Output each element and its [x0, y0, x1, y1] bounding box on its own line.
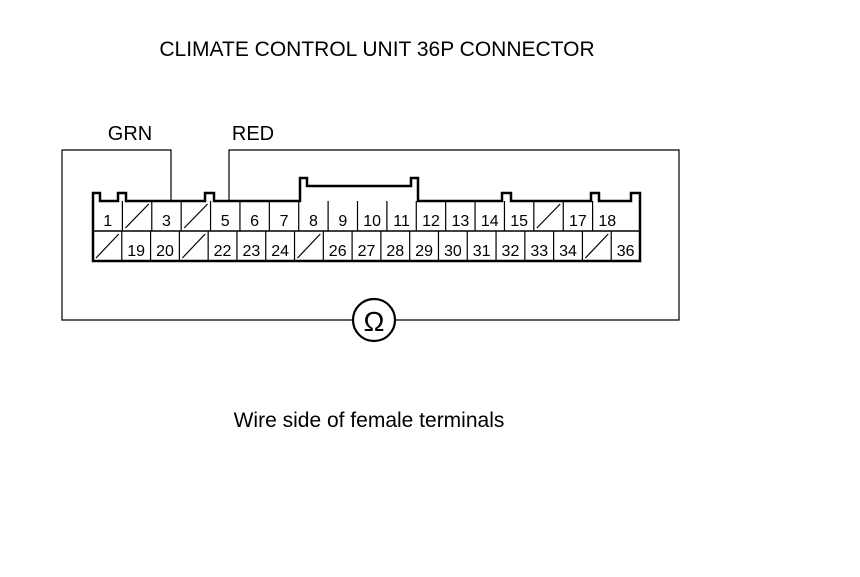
unused-terminal-slash — [181, 233, 206, 259]
terminal-34: 34 — [559, 243, 577, 260]
grn-probe-wire — [61, 149, 353, 321]
terminal-8: 8 — [309, 213, 318, 230]
terminal-14: 14 — [481, 213, 499, 230]
ohm-symbol: Ω — [364, 306, 385, 337]
terminal-17: 17 — [569, 213, 587, 230]
red-wire-label: RED — [232, 123, 274, 145]
terminal-26: 26 — [329, 243, 347, 260]
grn-wire-label: GRN — [108, 123, 152, 145]
ohmmeter-icon — [351, 297, 397, 343]
terminal-10: 10 — [363, 213, 381, 230]
terminal-13: 13 — [451, 213, 469, 230]
terminal-9: 9 — [338, 213, 347, 230]
terminal-24: 24 — [271, 243, 289, 260]
terminal-20: 20 — [156, 243, 174, 260]
terminal-31: 31 — [473, 243, 491, 260]
terminal-33: 33 — [530, 243, 548, 260]
connector-housing — [91, 176, 642, 263]
terminal-36: 36 — [617, 243, 635, 260]
terminal-27: 27 — [358, 243, 376, 260]
terminal-29: 29 — [415, 243, 433, 260]
terminal-23: 23 — [242, 243, 260, 260]
unused-terminal-slash — [124, 203, 150, 229]
unused-terminal-slash — [297, 233, 321, 259]
terminal-28: 28 — [386, 243, 404, 260]
connector-bottom-row: 19 20 22 23 24 26 27 28 29 30 31 32 33 34 36 — [95, 231, 635, 261]
unused-terminal-slash — [183, 203, 208, 229]
terminal-15: 15 — [510, 213, 528, 230]
terminal-1: 1 — [103, 213, 112, 230]
terminal-12: 12 — [422, 213, 440, 230]
terminal-7: 7 — [280, 213, 289, 230]
terminal-22: 22 — [214, 243, 232, 260]
unused-terminal-slash — [95, 233, 120, 259]
unused-terminal-slash — [584, 233, 609, 259]
terminal-6: 6 — [250, 213, 259, 230]
terminal-11: 11 — [393, 213, 410, 230]
red-probe-wire — [228, 149, 680, 321]
terminal-18: 18 — [598, 213, 616, 230]
caption: Wire side of female terminals — [234, 409, 505, 432]
diagram-title: CLIMATE CONTROL UNIT 36P CONNECTOR — [159, 38, 594, 61]
terminal-32: 32 — [502, 243, 520, 260]
unused-terminal-slash — [536, 203, 561, 229]
terminal-30: 30 — [444, 243, 462, 260]
terminal-5: 5 — [221, 213, 230, 230]
terminal-19: 19 — [127, 243, 145, 260]
terminal-3: 3 — [162, 213, 171, 230]
